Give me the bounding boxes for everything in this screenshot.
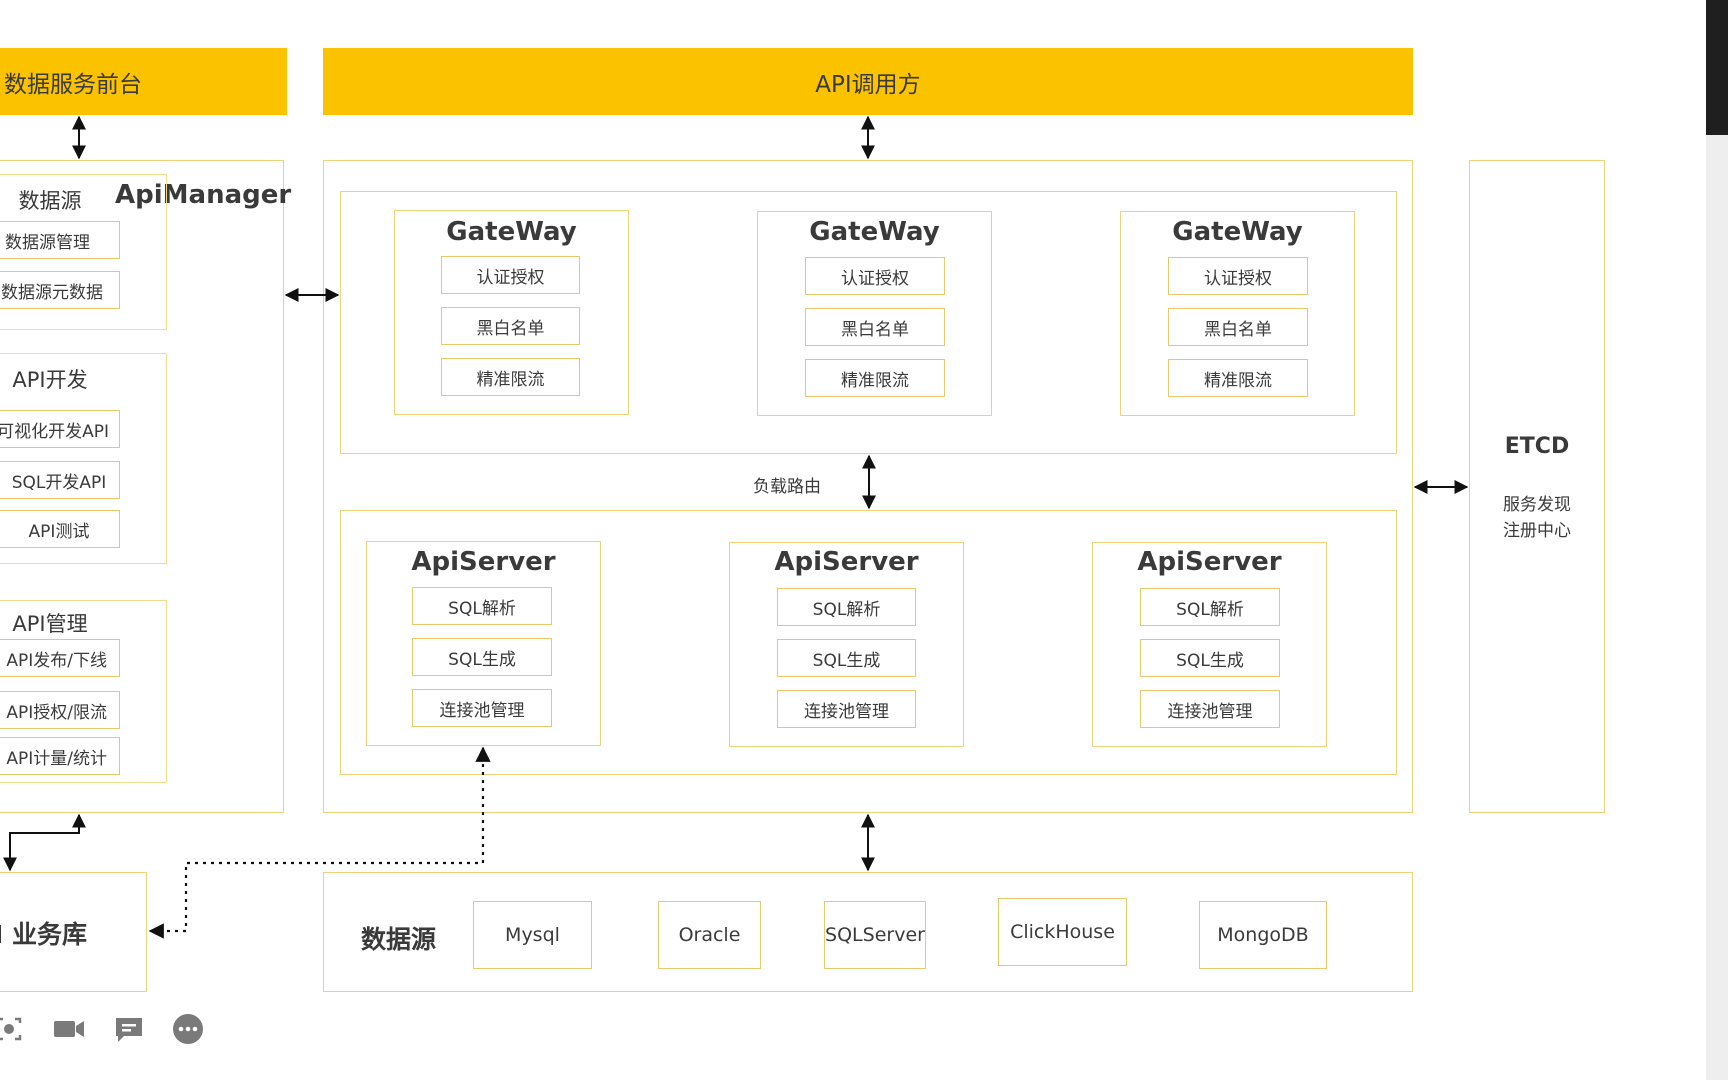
item-api-test: API测试 bbox=[0, 510, 120, 548]
datasource-oracle: Oracle bbox=[658, 901, 761, 969]
item-visual-dev-api: 可视化开发API bbox=[0, 410, 120, 448]
main-service-frame bbox=[323, 160, 1413, 813]
gateway-1 bbox=[394, 210, 629, 415]
item-api-auth-limit: API授权/限流 bbox=[0, 691, 120, 729]
group-title-manage: API管理 bbox=[12, 612, 88, 636]
apiserver-3-sql-gen: SQL生成 bbox=[1140, 639, 1280, 677]
gateway-3-blackwhite: 黑白名单 bbox=[1168, 308, 1308, 346]
item-datasource-manage: 数据源管理 bbox=[0, 221, 120, 259]
api-manager-frame bbox=[0, 160, 284, 813]
group-title-datasource: 数据源 bbox=[18, 189, 82, 213]
etcd-line1: 服务发现 bbox=[1503, 495, 1571, 515]
more-icon[interactable] bbox=[171, 1012, 205, 1046]
gateway-cluster-frame bbox=[340, 191, 1397, 454]
api-manager-group-manage bbox=[0, 600, 167, 783]
gateway-2 bbox=[757, 211, 992, 416]
gateway-3 bbox=[1120, 211, 1355, 416]
apiserver-2-title: ApiServer bbox=[774, 547, 919, 577]
apiserver-3 bbox=[1092, 542, 1327, 747]
api-manager-group-datasource bbox=[0, 174, 167, 330]
chat-icon[interactable] bbox=[112, 1012, 146, 1046]
gateway-1-blackwhite: 黑白名单 bbox=[441, 307, 580, 345]
load-routing-label: 负载路由 bbox=[753, 477, 821, 497]
apiserver-1-sql-gen: SQL生成 bbox=[412, 638, 552, 676]
gateway-1-auth: 认证授权 bbox=[441, 256, 580, 294]
apiserver-cluster-frame bbox=[340, 510, 1397, 775]
etcd-title: ETCD bbox=[1504, 434, 1570, 459]
datasource-clickhouse: ClickHouse bbox=[998, 898, 1127, 966]
datasource-mysql: Mysql bbox=[473, 901, 592, 969]
gateway-3-ratelimit: 精准限流 bbox=[1168, 359, 1308, 397]
right-edge-shade bbox=[1706, 0, 1728, 1080]
apiserver-1-sql-parse: SQL解析 bbox=[412, 587, 552, 625]
datasources-label: 数据源 bbox=[361, 925, 437, 954]
apiserver-2-sql-gen: SQL生成 bbox=[777, 639, 916, 677]
arrow-businessdb-apimanager bbox=[3, 813, 86, 872]
business-db-label: I 业务库 bbox=[0, 920, 88, 949]
api-manager-group-dev bbox=[0, 353, 167, 564]
gateway-3-title: GateWay bbox=[1172, 217, 1303, 247]
gateway-1-ratelimit: 精准限流 bbox=[441, 358, 580, 396]
business-db-frame bbox=[0, 872, 147, 992]
apiserver-2-sql-parse: SQL解析 bbox=[777, 588, 916, 626]
api-manager-title: ApiManager bbox=[115, 180, 292, 210]
item-api-metering: API计量/统计 bbox=[0, 737, 120, 775]
gateway-2-auth: 认证授权 bbox=[805, 257, 945, 295]
datasource-sqlserver: SQLServer bbox=[824, 901, 926, 969]
apiserver-1-title: ApiServer bbox=[411, 547, 556, 577]
group-title-dev: API开发 bbox=[12, 368, 88, 392]
apiserver-3-pool: 连接池管理 bbox=[1140, 690, 1280, 728]
right-edge-dark bbox=[1706, 0, 1728, 135]
apiserver-1-pool: 连接池管理 bbox=[412, 689, 552, 727]
item-api-publish: API发布/下线 bbox=[0, 639, 120, 677]
gateway-2-title: GateWay bbox=[809, 217, 940, 247]
etcd-frame bbox=[1469, 160, 1605, 813]
apiserver-2 bbox=[729, 542, 964, 747]
apiserver-1 bbox=[366, 541, 601, 746]
gateway-2-blackwhite: 黑白名单 bbox=[805, 308, 945, 346]
gateway-2-ratelimit: 精准限流 bbox=[805, 359, 945, 397]
item-sql-dev-api: SQL开发API bbox=[0, 461, 120, 499]
gateway-3-auth: 认证授权 bbox=[1168, 257, 1308, 295]
datasource-mongodb: MongoDB bbox=[1199, 901, 1327, 969]
etcd-line2: 注册中心 bbox=[1503, 521, 1571, 541]
apiserver-3-sql-parse: SQL解析 bbox=[1140, 588, 1280, 626]
api-caller-bar: API调用方 bbox=[323, 48, 1413, 115]
apiserver-2-pool: 连接池管理 bbox=[777, 690, 916, 728]
screen-share-icon[interactable] bbox=[0, 1012, 26, 1046]
apiserver-3-title: ApiServer bbox=[1137, 547, 1282, 577]
data-service-frontend-bar: 数据服务前台 bbox=[0, 48, 287, 115]
gateway-1-title: GateWay bbox=[446, 217, 577, 247]
video-camera-icon[interactable] bbox=[52, 1012, 86, 1046]
item-datasource-metadata: 数据源元数据 bbox=[0, 271, 120, 309]
